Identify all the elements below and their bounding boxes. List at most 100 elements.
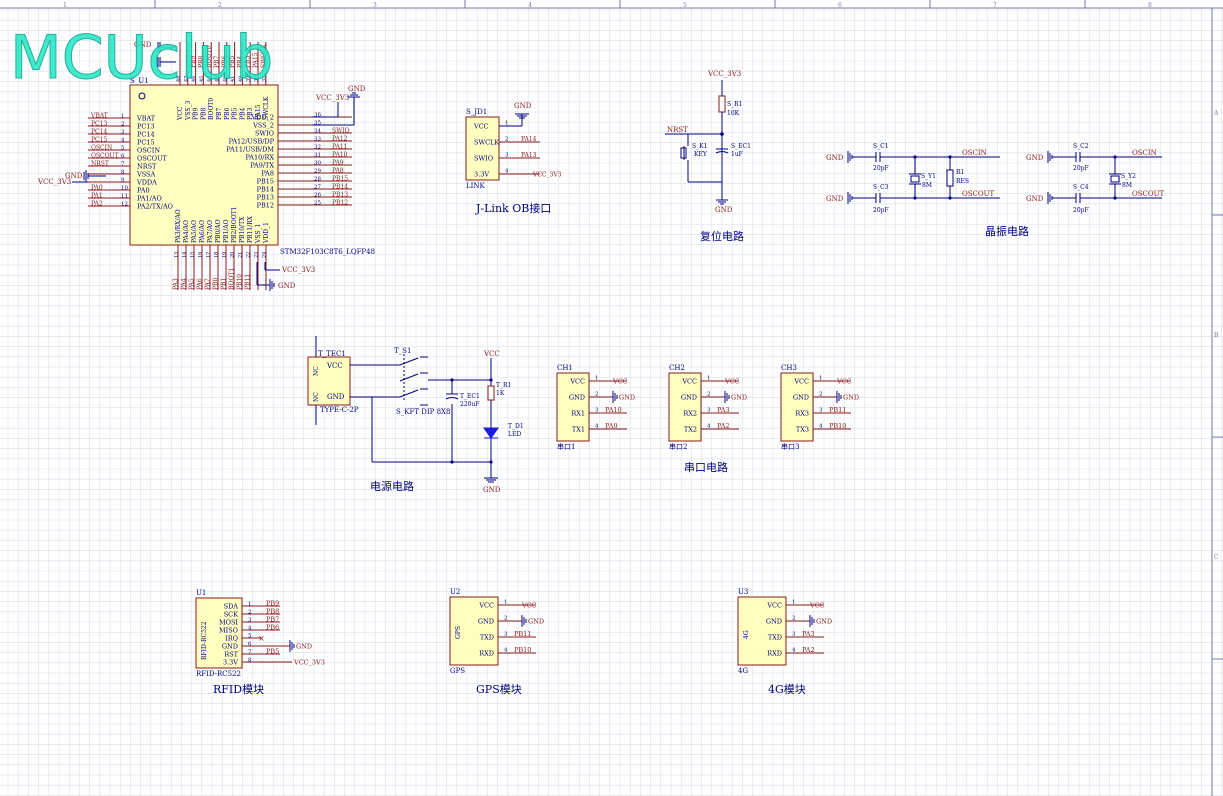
pin-number: 3 xyxy=(792,632,796,638)
pin-number: 15 xyxy=(190,252,196,258)
net-label: PA2 xyxy=(802,646,815,654)
net-label: PB6 xyxy=(221,56,228,68)
pin-name: RXD xyxy=(767,650,782,658)
pin-name: VSSA xyxy=(136,171,155,179)
pin-name: SWIO xyxy=(474,155,493,163)
pin-number: 1 xyxy=(595,376,599,382)
pin-name: PB9 xyxy=(193,108,200,120)
pin-name: PA11/USB/DM xyxy=(226,146,274,154)
reset-resistor-label: S_R1 xyxy=(727,101,742,108)
pin-name: SWIO xyxy=(255,130,274,138)
pin-number: 35 xyxy=(314,121,321,127)
pin-number: 1 xyxy=(707,376,711,382)
reset-circuit[interactable]: VCC_3V3 S_R1 10K NRST S_K1 KEY S_EC1 1uF… xyxy=(665,70,751,243)
net-label: PA2 xyxy=(717,422,730,430)
rfid-body xyxy=(195,597,243,669)
pin-name: GND xyxy=(569,394,585,402)
watermark-logo: MCUclub xyxy=(10,23,273,93)
power-j3 xyxy=(450,460,454,464)
mcu-stm32[interactable]: S_U1 STM32F103C8T6_LQFP48 VBAT1VBATPC132… xyxy=(37,41,375,291)
power-conn-vcc: VCC xyxy=(326,362,343,370)
net-label: PB15 xyxy=(332,176,348,183)
power-conn-label: T_TEC1 xyxy=(318,350,346,358)
pin-number: 9 xyxy=(121,178,125,184)
pin-number: 2 xyxy=(707,392,711,398)
net-label: VCC xyxy=(836,378,852,386)
net-label: PB11 xyxy=(514,630,531,638)
pin1-marker xyxy=(138,92,146,100)
net-label: PB14 xyxy=(332,184,348,191)
pin-number: 39 xyxy=(246,76,252,82)
net-label: VCC_3V3 xyxy=(532,172,562,179)
pin-name: PB3 xyxy=(247,108,254,120)
pin-name: OSCOUT xyxy=(137,155,168,163)
pin-number: 24 xyxy=(262,252,268,258)
pin-name: BOOT0 xyxy=(208,98,215,120)
mcu-left-pins: VBAT1VBATPC132PC13PC143PC14PC154PC15OSCI… xyxy=(88,113,173,211)
pin-name: TXD xyxy=(768,634,782,642)
net-label: PB12 xyxy=(332,200,348,207)
pin-number: 2 xyxy=(792,616,796,622)
crystal-gnd4: GND xyxy=(1026,195,1044,203)
pin-name: PB8 xyxy=(200,108,207,120)
reset-key-name: KEY xyxy=(694,151,708,158)
pin-name: PA12/USB/DP xyxy=(229,138,275,146)
pin-name: VCC xyxy=(478,602,494,610)
net-label: PB11 xyxy=(245,274,252,290)
pin-name: PC13 xyxy=(137,123,155,131)
pin-name: VBAT xyxy=(136,115,156,123)
mcu-vcc-bottom-label: VCC_3V3 xyxy=(281,266,315,274)
crystal-r1: R1 xyxy=(956,169,964,176)
net-label: PA9 xyxy=(332,160,344,167)
mcu-gnd-left-label: GND xyxy=(65,172,83,180)
pin-number: 3 xyxy=(248,618,252,624)
pin-name: PA0 xyxy=(137,187,150,195)
pin-number: 8 xyxy=(121,170,125,176)
pin-name: SWCLK xyxy=(263,96,270,120)
power-gnd-label: GND xyxy=(483,486,501,494)
header-side-label: GPS xyxy=(455,626,462,639)
header-body xyxy=(556,372,590,442)
crystal-j3 xyxy=(913,196,917,200)
crystal-c1v: 20pF xyxy=(873,165,889,172)
pin-number: 3 xyxy=(595,408,599,414)
pin-name: 3.3V xyxy=(223,659,238,667)
pin-name: PB15 xyxy=(257,178,274,186)
crystal-circuit[interactable]: GND GND S_C1 20pF S_C3 20pF S_Y1 8M R1 R… xyxy=(826,143,1165,238)
reset-junction xyxy=(720,132,724,136)
net-label: VCC xyxy=(521,602,537,610)
power-switch-symbol xyxy=(399,354,428,406)
pin-number: 28 xyxy=(314,177,321,183)
pin-number: 23 xyxy=(254,252,260,258)
led-icon xyxy=(483,427,499,439)
power-circuit[interactable]: T_TEC1 TYPE-C-2P VCC GND NC NC xyxy=(307,336,524,494)
net-label: SWCLK xyxy=(260,44,267,68)
header-body xyxy=(780,372,814,442)
net-label: PA11 xyxy=(332,144,347,151)
jlink-gnd-label: GND xyxy=(514,102,532,110)
net-label: PA13 xyxy=(521,152,537,159)
pin-number: 21 xyxy=(238,252,244,258)
net-label: PA12 xyxy=(332,136,348,143)
pin-number: 18 xyxy=(214,252,220,258)
mcu-gnd-left-symbol xyxy=(83,170,106,182)
net-label: PA3 xyxy=(802,630,815,638)
column-label: 4 xyxy=(528,2,532,9)
row-label: B xyxy=(1214,332,1219,339)
net-label: PA8 xyxy=(332,168,344,175)
pin-name: PB2/BOOT1 xyxy=(231,207,238,243)
pin-name: RX3 xyxy=(795,410,809,418)
net-label: GND xyxy=(528,618,544,626)
reset-title: 复位电路 xyxy=(700,229,744,243)
net-label: PA7 xyxy=(205,278,212,290)
